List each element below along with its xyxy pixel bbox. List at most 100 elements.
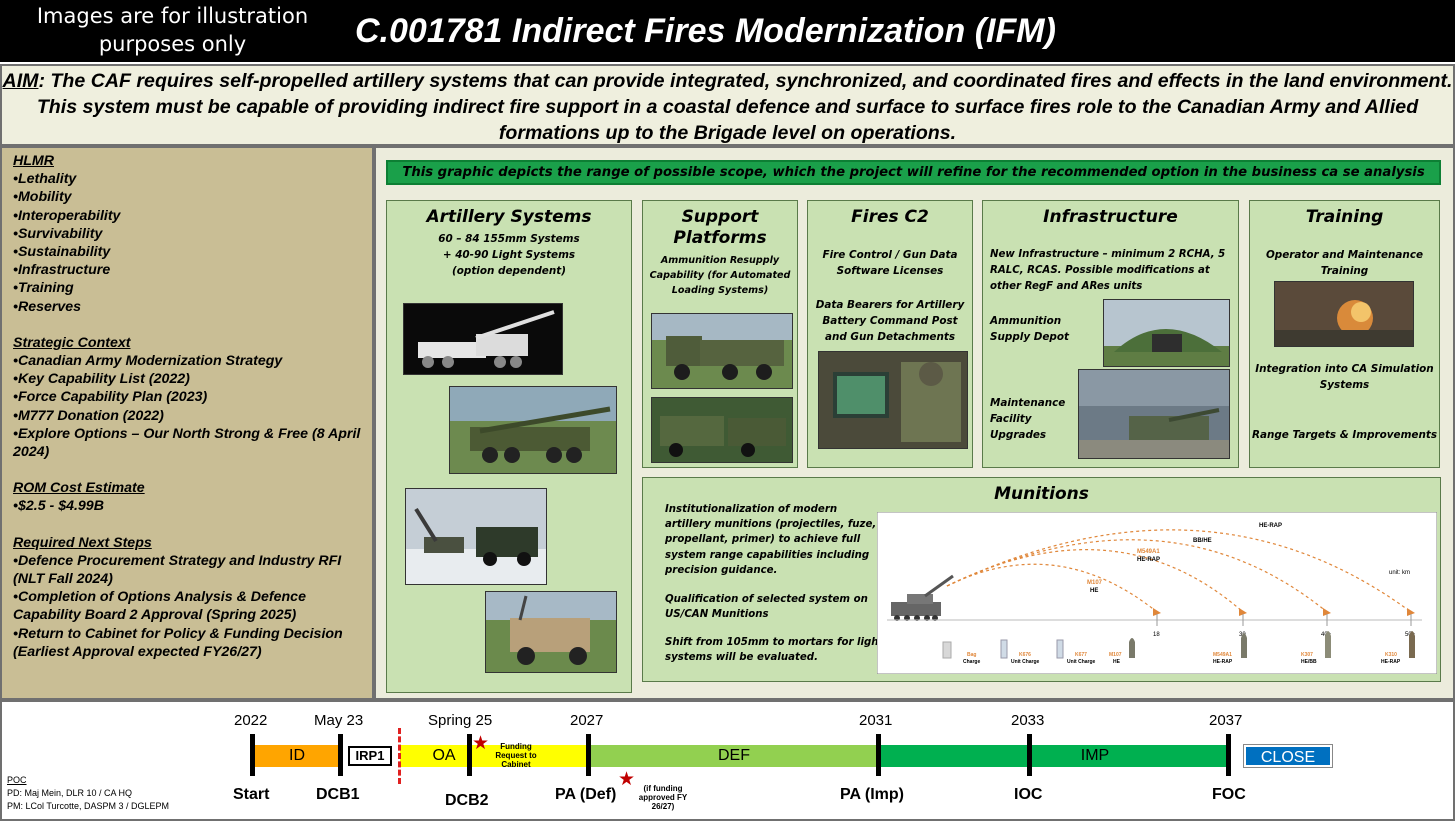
depot-line: Ammunition xyxy=(990,315,1062,327)
year-label: 2031 xyxy=(859,712,893,729)
maintenance-label: Maintenance Facility Upgrades xyxy=(990,395,1065,443)
training-text-1: Operator and Maintenance Training xyxy=(1250,247,1439,279)
ammo-sub: HE/BB xyxy=(1301,659,1317,665)
infrastructure-line: RALC, RCAS. Possible modifications at xyxy=(990,265,1210,276)
milestone-label: PA (Imp) xyxy=(840,786,904,803)
maintenance-line: Maintenance xyxy=(990,397,1066,409)
next-steps-heading: Required Next Steps xyxy=(13,534,152,551)
training-text-3: Range Targets & Improvements xyxy=(1251,429,1438,441)
fires-c2-title: Fires C2 xyxy=(851,207,929,227)
point-of-contact: POC PD: Maj Mein, DLR 10 / CA HQ PM: LCo… xyxy=(7,774,169,813)
fires-c2-line: and Gun Detachments xyxy=(824,331,956,343)
maintenance-line: Facility xyxy=(990,413,1032,425)
note-line: approved FY xyxy=(638,793,688,802)
munitions-line: US/CAN Munitions xyxy=(665,609,769,621)
support-title-line-1: Support xyxy=(681,207,759,227)
note-line: (if funding xyxy=(643,784,683,793)
scope-panel: This graphic depicts the range of possib… xyxy=(374,146,1455,700)
maintenance-line: Upgrades xyxy=(990,429,1047,441)
next-steps-section: Required Next Steps •Defence Procurement… xyxy=(13,534,368,661)
support-photo-2 xyxy=(651,397,793,463)
support-line: Capability (for Automated xyxy=(649,270,791,281)
poc-pm: PM: LCol Turcotte, DASPM 3 / DGLEPM xyxy=(7,801,170,811)
ammo-name: K310 xyxy=(1385,652,1397,658)
artillery-photo-3 xyxy=(405,488,547,585)
artillery-line: (option dependent) xyxy=(452,265,566,277)
list-item: •Explore Options – Our North Strong & Fr… xyxy=(13,425,361,461)
phase-id: ID xyxy=(254,745,340,767)
milestone-label: PA (Def) xyxy=(555,786,617,803)
ammo-sub: Charge xyxy=(963,659,980,665)
year-label: 2022 xyxy=(234,712,268,729)
munitions-title: Munitions xyxy=(994,484,1089,504)
munitions-line: artillery munitions (projectiles, fuze, xyxy=(665,519,877,531)
training-line: Integration into CA Simulation xyxy=(1255,363,1434,375)
munitions-line: system range capabilities including xyxy=(665,549,870,561)
left-summary-panel: HLMR •Lethality •Mobility •Interoperabil… xyxy=(0,146,374,700)
current-date-marker xyxy=(398,728,401,784)
support-text: Ammunition Resupply Capability (for Auto… xyxy=(643,253,797,298)
munitions-line: propellant, primer) to achieve full xyxy=(665,534,861,546)
range-arc-40 xyxy=(946,539,1328,613)
note-line: Funding xyxy=(500,742,532,751)
ammo-name: K307 xyxy=(1301,652,1313,658)
list-item: •Key Capability List (2022) xyxy=(13,371,190,388)
approval-star-icon: ★ xyxy=(618,769,636,790)
ammo-sub: HE-RAP xyxy=(1213,659,1233,665)
ammo-row xyxy=(942,631,1415,659)
milestone-tick xyxy=(467,734,472,776)
range-label: 18 xyxy=(1153,632,1160,638)
training-box: Training Operator and Maintenance Traini… xyxy=(1249,200,1440,468)
aim-statement: AIM: The CAF requires self-propelled art… xyxy=(0,64,1455,146)
phase-close: CLOSE xyxy=(1243,744,1333,768)
munitions-text-3: Shift from 105mm to mortars for light sy… xyxy=(665,635,883,665)
year-label: 2027 xyxy=(570,712,604,729)
year-label: May 23 xyxy=(314,712,364,729)
year-label: Spring 25 xyxy=(428,712,493,729)
arc-label: HE xyxy=(1090,588,1098,594)
note-line: 26/27) xyxy=(651,802,675,811)
rom-cost-section: ROM Cost Estimate •$2.5 - $4.99B xyxy=(13,479,368,515)
training-line: Training xyxy=(1320,265,1369,277)
munitions-text-1: Institutionalization of modern artillery… xyxy=(665,502,876,578)
fires-c2-photo xyxy=(818,351,968,449)
strategic-context-heading: Strategic Context xyxy=(13,334,131,351)
list-item: •Canadian Army Modernization Strategy xyxy=(13,353,283,370)
support-line: Ammunition Resupply xyxy=(660,255,780,266)
unit-label: unit: km xyxy=(1389,570,1410,576)
support-title: Support Platforms xyxy=(643,207,797,249)
infrastructure-text: New Infrastructure – minimum 2 RCHA, 5 R… xyxy=(990,247,1225,295)
munitions-line: precision guidance. xyxy=(665,564,778,576)
header-bar: Images are for illustration purposes onl… xyxy=(0,0,1455,62)
list-item: •Reserves xyxy=(13,298,82,315)
fires-c2-line: Fire Control / Gun Data xyxy=(822,249,958,261)
list-item: •Return to Cabinet for Policy & Funding … xyxy=(13,625,343,660)
list-item: •Defence Procurement Strategy and Indust… xyxy=(13,552,342,588)
funding-approval-note: (if funding approved FY 26/27) xyxy=(632,784,694,811)
munitions-box: Munitions Institutionalization of modern… xyxy=(642,477,1441,682)
hlmr-heading: HLMR xyxy=(13,153,54,169)
funding-star-icon: ★ xyxy=(472,733,490,754)
list-item: •Mobility xyxy=(13,189,72,206)
fires-c2-box: Fires C2 Fire Control / Gun Data Softwar… xyxy=(807,200,973,468)
list-item: •Infrastructure xyxy=(13,262,111,279)
support-line: Loading Systems) xyxy=(671,285,769,296)
list-item: •M777 Donation (2022) xyxy=(13,407,164,424)
ammo-sub: HE-RAP xyxy=(1381,659,1401,665)
page-title: C.001781 Indirect Fires Modernization (I… xyxy=(355,12,1056,50)
munitions-range-diagram: 18 30 40+ 50+ unit: km M107 HE M549A1 HE… xyxy=(877,512,1437,674)
munitions-text-2: Qualification of selected system on US/C… xyxy=(665,592,868,622)
artillery-text: 60 – 84 155mm Systems + 40-90 Light Syst… xyxy=(387,231,631,279)
artillery-line: 60 – 84 155mm Systems xyxy=(438,233,580,245)
aim-label: AIM xyxy=(2,70,39,92)
maintenance-photo xyxy=(1078,369,1230,459)
munitions-line: Institutionalization of modern xyxy=(665,504,838,515)
fires-c2-text-2: Data Bearers for Artillery Battery Comma… xyxy=(808,297,972,345)
support-title-line-2: Platforms xyxy=(673,228,767,248)
fires-c2-line: Data Bearers for Artillery xyxy=(815,299,965,311)
infrastructure-line: New Infrastructure – minimum 2 RCHA, 5 xyxy=(990,249,1226,260)
scope-banner: This graphic depicts the range of possib… xyxy=(386,160,1441,185)
training-line: Systems xyxy=(1319,379,1370,391)
training-line: Operator and Maintenance xyxy=(1265,249,1424,261)
ammo-name: Bag xyxy=(967,652,976,658)
